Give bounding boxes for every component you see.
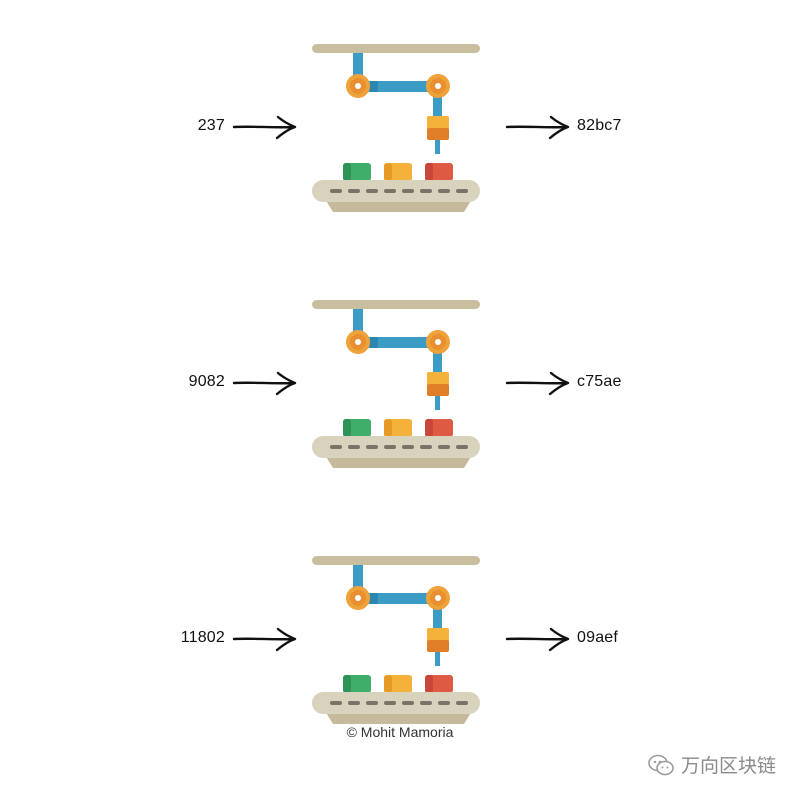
robot-arm-conveyor-icon	[312, 300, 480, 468]
arrow-right-icon	[505, 627, 570, 652]
input-value: 11802	[180, 629, 225, 646]
input-value: 237	[197, 117, 225, 134]
output-value: c75ae	[577, 373, 622, 390]
arrow-right-icon	[232, 371, 297, 396]
arrow-right-icon	[505, 371, 570, 396]
wechat-icon	[648, 754, 674, 775]
output-value: 09aef	[577, 629, 619, 646]
arrow-right-icon	[505, 115, 570, 140]
input-value: 9082	[188, 373, 225, 390]
hash-stage-1: 237 82bc7	[0, 36, 800, 246]
arrow-right-icon	[232, 115, 297, 140]
watermark: 万向区块链	[647, 751, 776, 778]
watermark-text: 万向区块链	[680, 755, 776, 777]
hash-stage-3: 11802 09aef	[0, 548, 800, 758]
robot-arm-conveyor-icon	[312, 44, 480, 212]
robot-arm-conveyor-icon	[312, 556, 480, 724]
output-value: 82bc7	[577, 117, 622, 134]
hash-stage-2: 9082 c75ae	[0, 292, 800, 502]
arrow-right-icon	[232, 627, 297, 652]
credit-text: © Mohit Mamoria	[346, 724, 454, 740]
